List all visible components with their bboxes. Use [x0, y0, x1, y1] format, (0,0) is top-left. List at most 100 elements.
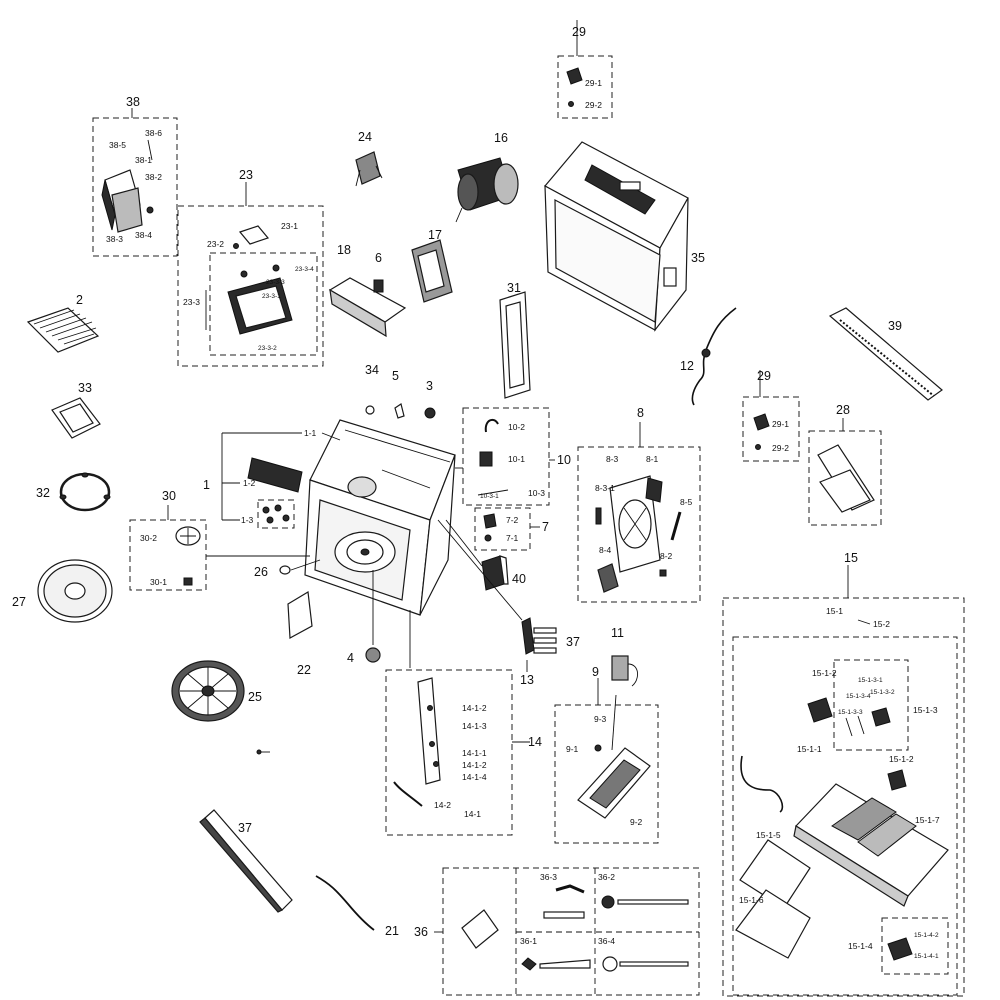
label-14-1-2a: 14-1-2: [462, 703, 487, 713]
part-4-shape: [365, 647, 381, 663]
label-8-4: 8-4: [599, 545, 612, 555]
label-30: 30: [162, 489, 176, 503]
label-15-1-5: 15-1-5: [756, 830, 781, 840]
label-34: 34: [365, 363, 379, 377]
label-9-1: 9-1: [566, 744, 579, 754]
label-28: 28: [836, 403, 850, 417]
part-23-shape: [227, 225, 293, 335]
label-33: 35: [691, 251, 705, 265]
label-15-1-4-2: 15-1-4-2: [914, 932, 939, 939]
label-16: 16: [494, 131, 508, 145]
label-25: 31: [507, 281, 521, 295]
group-box-15-1-4: [881, 917, 949, 975]
part-34-shape: [365, 405, 375, 415]
label-15-1-3-1: 15-1-3-1: [858, 677, 883, 684]
label-5: 5: [392, 369, 399, 383]
label-9: 9: [592, 665, 599, 679]
label-32: 33: [78, 381, 92, 395]
label-14-1-4: 14-1-4: [462, 772, 487, 782]
label-23-3-4: 23-3-4: [295, 266, 314, 273]
label-23-3-2: 23-3-2: [258, 345, 277, 352]
part-3-shape: [424, 407, 436, 419]
part-37-shape: [199, 809, 293, 913]
label-29-1: 29-1: [585, 78, 602, 88]
label-38-3: 38-3: [106, 234, 123, 244]
group-box-9: [554, 704, 659, 844]
group-box-7: [474, 507, 531, 551]
label-17: 17: [428, 228, 442, 242]
label-29-2: 29-2: [585, 100, 602, 110]
label-15-2: 15-2: [873, 619, 890, 629]
label-23-3-3: 23-3-3: [266, 279, 285, 286]
label-27: 32: [36, 486, 50, 500]
label-14-1: 14-1: [464, 809, 481, 819]
part-13-31-shape: [521, 617, 557, 655]
label-31: 37: [566, 635, 580, 649]
label-7: 7: [542, 520, 549, 534]
label-8-2: 8-2: [660, 551, 673, 561]
part-2-shape: [26, 307, 100, 353]
part-12-shape: [691, 307, 737, 406]
group-box-8: [577, 446, 701, 603]
label-15-1-3-4: 15-1-3-4: [846, 693, 871, 700]
part-1-3-shape: [257, 499, 295, 529]
label-15-1-2b: 15-1-2: [889, 754, 914, 764]
label-2: 2: [76, 293, 83, 307]
part-39-shape: [481, 555, 509, 591]
group-box-23-3: [209, 252, 318, 356]
part-30-shape: [175, 526, 201, 586]
label-14-1-3: 14-1-3: [462, 721, 487, 731]
label-38-1: 38-1: [135, 155, 152, 165]
label-15-1-4-1: 15-1-4-1: [914, 953, 939, 960]
label-15-1: 15-1: [826, 606, 843, 616]
label-10-3: 10-3: [528, 488, 545, 498]
group-box-30: [129, 519, 207, 591]
part-35-shape: [828, 307, 943, 401]
label-14-1-2b: 14-1-2: [462, 760, 487, 770]
label-29-mid-1: 29-1: [772, 419, 789, 429]
label-38-5: 38-5: [109, 140, 126, 150]
part-11-shape: [611, 655, 638, 687]
part-5-shape: [394, 403, 405, 419]
label-1-2: 1-2: [243, 478, 256, 488]
label-8: 8: [637, 406, 644, 420]
label-8-3-1: 8-3-1: [595, 483, 615, 493]
label-4: 4: [347, 651, 354, 665]
microwave-cavity-drawing: [304, 419, 456, 616]
group-box-29-mid: [742, 396, 800, 462]
label-10-3-1: 10-3-1: [480, 493, 499, 500]
group-box-15-1-3: [833, 659, 909, 751]
label-15-1-3-3: 15-1-3-3: [838, 709, 863, 716]
group-box-36: [442, 867, 700, 996]
label-14-2: 14-2: [434, 800, 451, 810]
part-28-shape: [817, 444, 875, 513]
part-1-2-shape: [247, 457, 303, 493]
part-8-shape: [595, 475, 682, 593]
part-29-shape: [566, 67, 770, 450]
label-11: 11: [611, 626, 624, 640]
group-box-38: [92, 117, 178, 257]
label-36-4: 36-4: [598, 936, 615, 946]
label-15-1-7: 15-1-7: [915, 815, 940, 825]
group-box-23: [177, 205, 324, 367]
label-38-2: 38-2: [145, 172, 162, 182]
label-23-1: 23-1: [281, 221, 298, 231]
label-1: 1: [203, 478, 210, 492]
part-33-shape: [544, 141, 689, 332]
label-36-3: 36-3: [540, 872, 557, 882]
label-15-1-4: 15-1-4: [848, 941, 873, 951]
part-18-shape: [328, 277, 407, 338]
label-6: 6: [375, 251, 382, 265]
label-7-2: 7-2: [506, 515, 519, 525]
label-13: 13: [520, 673, 534, 687]
label-23-2: 23-2: [207, 239, 224, 249]
group-box-29-top: [557, 55, 613, 119]
label-35: 39: [888, 319, 902, 333]
label-36-1: 36-1: [520, 936, 537, 946]
label-30-2: 30-2: [140, 533, 157, 543]
part-22-shape: [315, 875, 375, 931]
label-18: 18: [337, 243, 351, 257]
label-30-1: 30-1: [150, 577, 167, 587]
part-9-shape: [577, 744, 651, 819]
